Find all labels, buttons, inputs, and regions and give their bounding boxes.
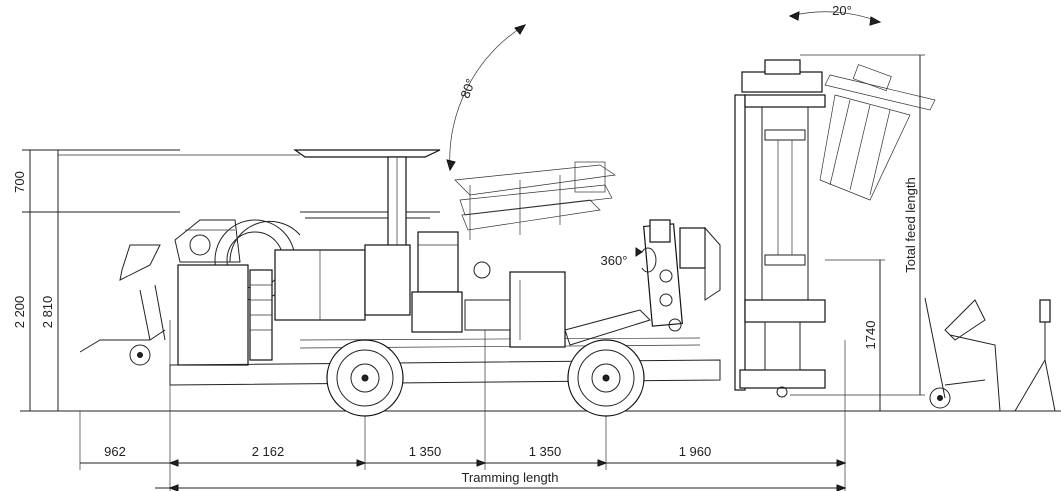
boom-arm [564, 219, 721, 346]
bottom-length-dimensions [79, 320, 847, 491]
height-1740-label: 1740 [863, 321, 878, 350]
length-1960-label: 1 960 [679, 444, 712, 459]
length-1350b-label: 1 350 [529, 444, 562, 459]
boom-raised-ghost [446, 24, 616, 240]
total-feed-length-label: Total feed length [903, 177, 918, 272]
drill-stand [1014, 299, 1056, 412]
height-2810-label: 2 810 [40, 296, 55, 329]
height-2200-label: 2 200 [12, 296, 27, 329]
front-wheel [567, 339, 645, 417]
feed-mast [734, 59, 826, 398]
rear-wheel [326, 339, 404, 417]
tramming-length-label: Tramming length [461, 470, 558, 485]
angle-20-label: 20° [832, 3, 852, 18]
rotation-360-label: 360° [601, 253, 628, 268]
length-1350a-label: 1 350 [409, 444, 442, 459]
rear-section [79, 219, 301, 366]
canopy [293, 149, 441, 258]
chassis [169, 231, 721, 386]
angle-80-label: 80° [457, 77, 478, 101]
feed-tilted-ghost [788, 11, 936, 201]
length-2162-label: 2 162 [252, 444, 285, 459]
right-dimensions [790, 54, 925, 411]
length-962-label: 962 [104, 444, 126, 459]
seat-trolley [924, 297, 1001, 412]
rotation-indicator [635, 247, 657, 273]
height-700-label: 700 [12, 171, 27, 193]
left-height-dimensions [22, 149, 300, 411]
